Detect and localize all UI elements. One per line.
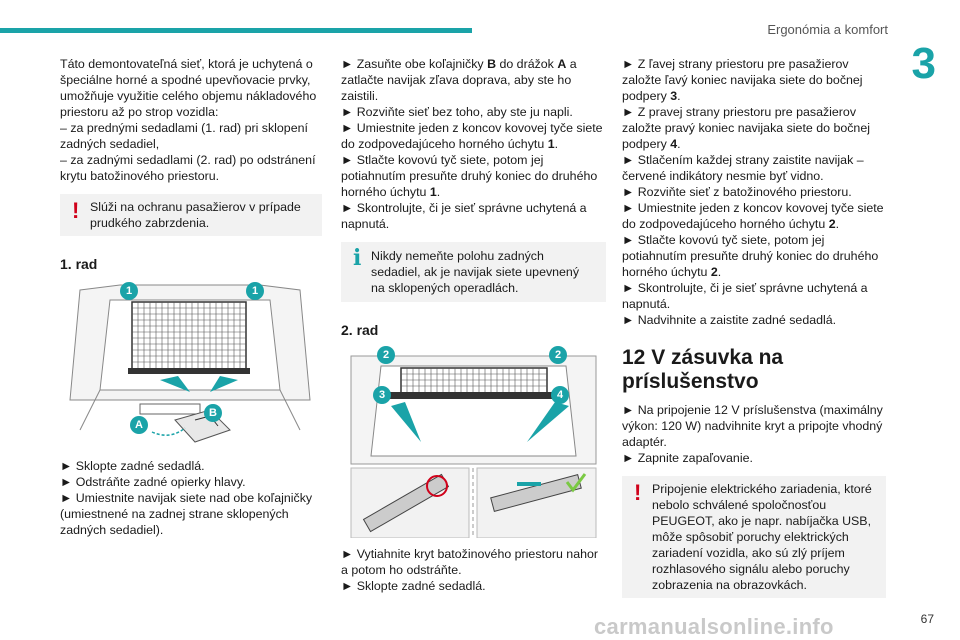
- step-item: ► Na pripojenie 12 V príslušenstva (maxi…: [622, 403, 883, 449]
- chapter-title: Ergonómia a komfort: [767, 22, 888, 37]
- info-text: Nikdy nemeňte polohu zadných sedadiel, a…: [371, 249, 580, 295]
- intro-text: Táto demontovateľná sieť, ktorá je uchyt…: [60, 57, 317, 119]
- header-accent-bar: [0, 28, 472, 33]
- step-item: ► Umiestnite jeden z koncov kovovej tyče…: [341, 121, 603, 151]
- step-item: ► Skontrolujte, či je sieť správne uchyt…: [622, 281, 868, 311]
- step-item: ► Stlačením každej strany zaistite navij…: [622, 153, 864, 183]
- section-heading: 12 V zásuvka na príslušenstvo: [622, 346, 784, 393]
- label-badge: A: [130, 416, 148, 434]
- illustration-row1: 1 1 A B: [60, 280, 322, 450]
- warning-text: Slúži na ochranu pasažierov v prípade pr…: [90, 200, 301, 230]
- label-badge: 1: [120, 282, 138, 300]
- step-item: ► Nadvihnite a zaistite zadné sedadlá.: [622, 313, 837, 327]
- illustration-row2: 2 2 3 4: [341, 346, 606, 539]
- label-badge: 1: [246, 282, 264, 300]
- warning-icon: !: [634, 480, 642, 505]
- step-item: ► Vytiahnite kryt batožinového priestoru…: [341, 547, 599, 577]
- watermark: carmanualsonline.info: [594, 614, 834, 639]
- step-item: ► Rozviňte sieť bez toho, aby ste ju nap…: [341, 105, 573, 119]
- section-heading: 1. rad: [60, 256, 98, 272]
- chapter-number: 3: [911, 39, 936, 88]
- step-item: ► Zapnite zapaľovanie.: [622, 451, 753, 465]
- car-boot-illustration: [69, 284, 311, 443]
- label-badge: 3: [373, 386, 391, 404]
- step-item: ► Zasuňte obe koľajničky B do drážok A a…: [341, 57, 577, 103]
- warning-icon: !: [72, 198, 80, 223]
- warning-box: ! Slúži na ochranu pasažierov v prípade …: [60, 194, 322, 236]
- step-item: ► Sklopte zadné sedadlá.: [341, 579, 486, 593]
- column-1: Táto demontovateľná sieť, ktorá je uchyt…: [60, 56, 322, 538]
- step-item: ► Umiestnite navijak siete nad obe koľaj…: [60, 491, 313, 537]
- info-icon: i: [353, 245, 362, 271]
- warning-box: ! Pripojenie elektrického zariadenia, kt…: [622, 476, 886, 598]
- label-badge: 2: [549, 346, 567, 364]
- column-3: ► Z ľavej strany priestoru pre pasažiero…: [622, 56, 886, 598]
- page-number: 67: [920, 612, 934, 626]
- step-item: ► Odstráňte zadné opierky hlavy.: [60, 475, 246, 489]
- section-heading: 2. rad: [341, 322, 379, 338]
- step-item: ► Stlačte kovovú tyč siete, potom jej po…: [341, 153, 598, 199]
- step-item: ► Umiestnite jeden z koncov kovovej tyče…: [622, 201, 884, 231]
- label-badge: 4: [551, 386, 569, 404]
- car-boot-illustration: [350, 355, 597, 539]
- column-2: ► Zasuňte obe koľajničky B do drážok A a…: [341, 56, 606, 594]
- warning-text: Pripojenie elektrického zariadenia, ktor…: [652, 482, 872, 592]
- dash-item: – za zadnými sedadlami (2. rad) po odstr…: [60, 153, 316, 183]
- label-badge: 2: [377, 346, 395, 364]
- step-item: ► Z ľavej strany priestoru pre pasažiero…: [622, 57, 863, 103]
- dash-item: – za prednými sedadlami (1. rad) pri skl…: [60, 121, 308, 151]
- step-item: ► Stlačte kovovú tyč siete, potom jej po…: [622, 233, 879, 279]
- label-badge: B: [204, 404, 222, 422]
- step-item: ► Skontrolujte, či je sieť správne uchyt…: [341, 201, 587, 231]
- info-box: i Nikdy nemeňte polohu zadných sedadiel,…: [341, 242, 606, 302]
- step-item: ► Sklopte zadné sedadlá.: [60, 459, 205, 473]
- step-item: ► Z pravej strany priestoru pre pasažier…: [622, 105, 870, 151]
- step-item: ► Rozviňte sieť z batožinového priestoru…: [622, 185, 852, 199]
